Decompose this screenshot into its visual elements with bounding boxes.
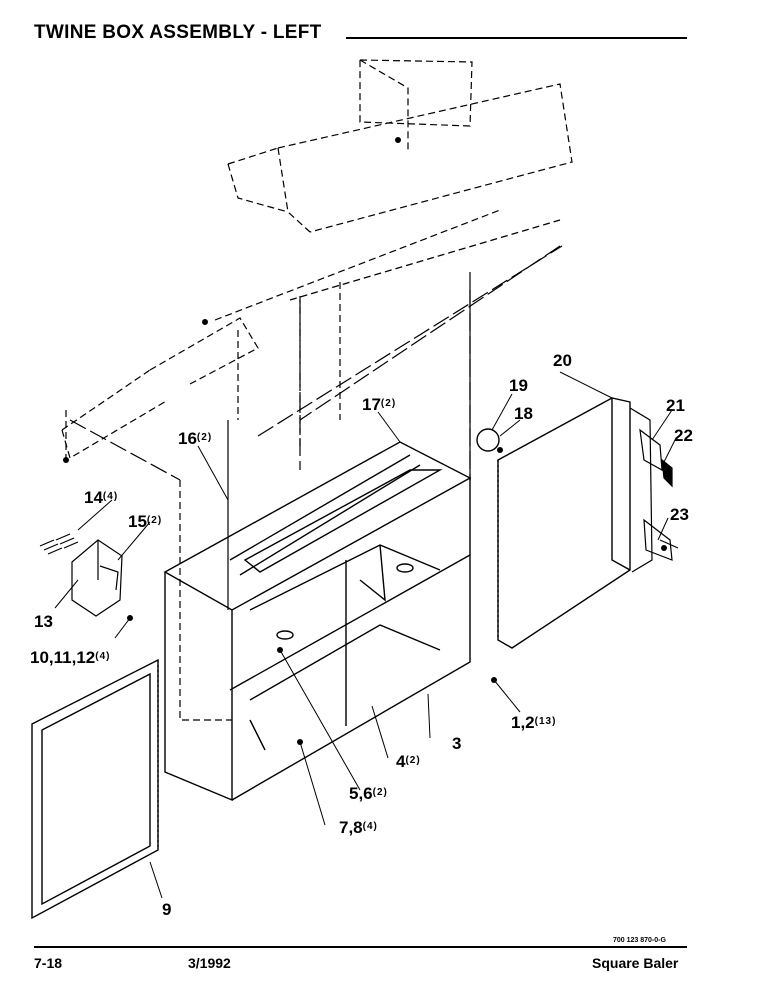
callout-15: 15(2) — [128, 512, 163, 531]
center-lines — [69, 245, 563, 481]
product-name: Square Baler — [592, 955, 679, 971]
revision-date: 3/1992 — [188, 955, 231, 971]
callout-22: 22 — [674, 426, 693, 445]
callout-16: 16(2) — [178, 429, 213, 448]
callout-23: 23 — [670, 505, 689, 524]
page-number: 7-18 — [34, 955, 63, 971]
callout-4: 4(2) — [396, 752, 421, 771]
callout-19: 19 — [509, 376, 528, 395]
page-title: TWINE BOX ASSEMBLY - LEFT — [34, 22, 322, 43]
drawing-number: 700 123 870-0-G — [613, 937, 666, 944]
callout-7-8: 7,8(4) — [339, 818, 378, 837]
callout-3: 3 — [452, 734, 462, 753]
callout-9: 9 — [162, 900, 172, 919]
callout-13: 13 — [34, 612, 53, 631]
callout-14: 14(4) — [84, 488, 119, 507]
callout-1-2: 1,2(13) — [511, 713, 557, 732]
callout-5-6: 5,6(2) — [349, 784, 388, 803]
title-rule — [346, 37, 687, 39]
front-door-9 — [31, 658, 159, 920]
leader-lines — [54, 371, 676, 899]
callout-21: 21 — [666, 396, 685, 415]
callout-18: 18 — [514, 404, 533, 423]
callout-20: 20 — [553, 351, 572, 370]
phantom-frame — [61, 59, 573, 721]
latch-assembly — [629, 407, 679, 573]
bracket-13 — [71, 539, 123, 617]
springs-14 — [39, 533, 79, 555]
twine-box — [163, 441, 472, 802]
callout-10-11-12: 10,11,12(4) — [30, 648, 111, 667]
footer-rule — [34, 946, 687, 948]
callout-17: 17(2) — [362, 395, 397, 414]
